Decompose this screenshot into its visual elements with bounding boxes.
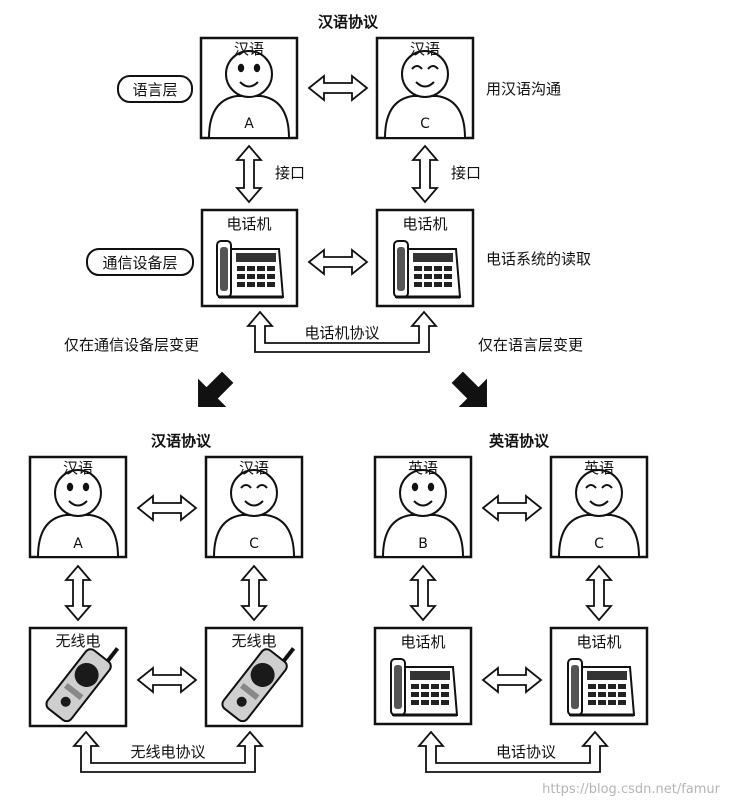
double-arrow-icon <box>240 564 268 622</box>
change-left-label: 仅在通信设备层变更 <box>64 336 199 354</box>
person-box-c-top: 汉语 C <box>375 36 475 140</box>
radio-box-right: 无线电 <box>204 626 304 728</box>
person-box-b-br: 英语 B <box>373 455 473 559</box>
radio-protocol-label: 无线电协议 <box>130 743 205 761</box>
svg-text:C: C <box>249 536 259 552</box>
phone-box-right-top: 电话机 <box>375 208 475 308</box>
double-arrow-icon <box>585 564 613 622</box>
double-arrow-icon <box>307 74 369 102</box>
layer-device-label: 通信设备层 <box>86 248 194 276</box>
top-protocol-title: 汉语协议 <box>318 13 379 31</box>
double-arrow-icon <box>409 564 437 622</box>
svg-text:无线电: 无线电 <box>55 632 100 650</box>
watermark: https://blog.csdn.net/famur <box>542 782 721 797</box>
black-arrow-right-icon <box>451 371 487 407</box>
change-right-label: 仅在语言层变更 <box>478 336 583 354</box>
svg-text:电话机: 电话机 <box>402 215 447 233</box>
svg-text:电话机: 电话机 <box>400 633 445 651</box>
person-box-a-top: 汉语 A <box>199 36 299 140</box>
person-box-c-bl: 汉语 C <box>204 455 304 559</box>
box-a-letter: A <box>244 116 254 132</box>
u-arrow-icon <box>417 730 609 773</box>
double-arrow-icon <box>481 666 543 694</box>
double-arrow-icon <box>136 494 198 522</box>
br-protocol-title: 英语协议 <box>489 432 550 450</box>
interface-right-label: 接口 <box>451 164 481 182</box>
u-arrow-icon <box>246 310 438 353</box>
svg-text:英语: 英语 <box>408 459 438 477</box>
double-arrow-icon <box>307 248 369 276</box>
phone-protocol-label: 电话机协议 <box>304 324 379 342</box>
svg-text:汉语: 汉语 <box>63 459 93 477</box>
svg-text:无线电: 无线电 <box>231 632 276 650</box>
note-device: 电话系统的读取 <box>486 250 591 268</box>
person-box-a-bl: 汉语 A <box>28 455 128 559</box>
black-arrow-left-icon <box>198 371 234 407</box>
phone-box-left-br: 电话机 <box>373 626 473 726</box>
layer-language-label: 语言层 <box>117 75 193 103</box>
double-arrow-icon <box>136 666 198 694</box>
svg-text:A: A <box>73 536 83 552</box>
bl-protocol-title: 汉语协议 <box>151 432 212 450</box>
svg-text:电话机: 电话机 <box>226 215 271 233</box>
double-arrow-icon <box>64 564 92 622</box>
phone-box-right-br: 电话机 <box>549 626 649 726</box>
svg-text:语言层: 语言层 <box>132 81 177 99</box>
svg-text:C: C <box>594 536 604 552</box>
svg-text:英语: 英语 <box>584 459 614 477</box>
svg-text:通信设备层: 通信设备层 <box>102 254 177 272</box>
u-arrow-icon <box>72 730 264 773</box>
box-c-letter: C <box>420 116 430 132</box>
box-a-label: 汉语 <box>234 40 264 58</box>
svg-text:B: B <box>418 536 428 552</box>
radio-box-left: 无线电 <box>28 626 128 728</box>
double-arrow-icon <box>481 494 543 522</box>
svg-text:汉语: 汉语 <box>239 459 269 477</box>
phone-protocol-label-br: 电话协议 <box>496 743 556 761</box>
phone-box-left-top: 电话机 <box>200 208 299 308</box>
interface-left-label: 接口 <box>275 164 305 182</box>
box-c-label: 汉语 <box>410 40 440 58</box>
double-arrow-icon <box>235 144 263 204</box>
note-language: 用汉语沟通 <box>486 80 561 98</box>
svg-text:电话机: 电话机 <box>576 633 621 651</box>
double-arrow-icon <box>411 144 439 204</box>
person-box-c-br: 英语 C <box>549 455 649 559</box>
